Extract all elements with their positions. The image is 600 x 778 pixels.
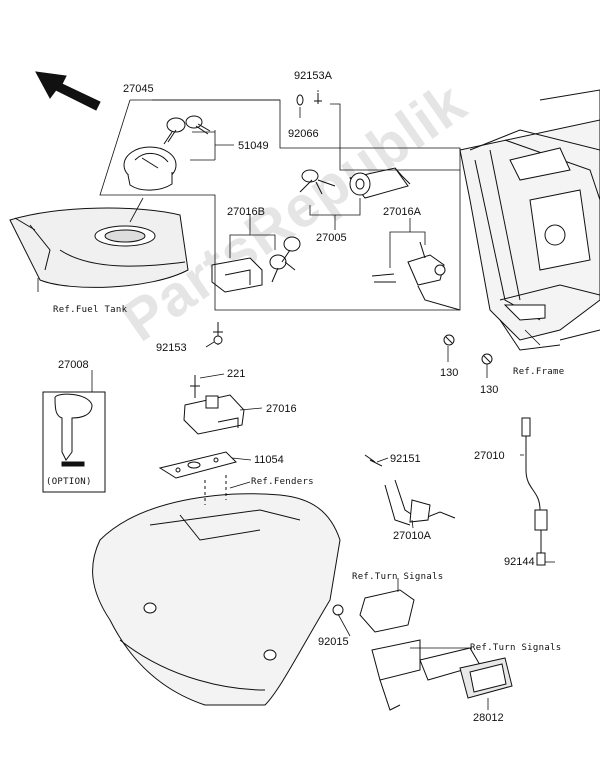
ref-turn-signals-1: Ref.Turn Signals bbox=[352, 572, 444, 582]
turn-signal-bracket bbox=[332, 589, 421, 711]
washer-92066 bbox=[296, 94, 304, 106]
label-92066: 92066 bbox=[288, 128, 319, 140]
label-27008: 27008 bbox=[58, 359, 89, 371]
label-27016: 27016 bbox=[266, 403, 297, 415]
bolt-130-a bbox=[443, 334, 455, 346]
label-27045: 27045 bbox=[123, 83, 154, 95]
label-27016A: 27016A bbox=[383, 206, 421, 218]
bolt-130-b bbox=[481, 353, 493, 365]
leader-lines bbox=[37, 90, 555, 710]
label-27016B: 27016B bbox=[227, 206, 265, 218]
label-92151: 92151 bbox=[390, 453, 421, 465]
label-130-b: 130 bbox=[480, 384, 499, 396]
rear-fender-illustration bbox=[92, 475, 341, 706]
label-27005: 27005 bbox=[316, 232, 347, 244]
ignition-switch bbox=[299, 167, 411, 199]
label-28012: 28012 bbox=[473, 712, 504, 724]
wiring-27010 bbox=[521, 417, 548, 566]
label-130-a: 130 bbox=[440, 367, 459, 379]
reflector-28012 bbox=[419, 647, 513, 699]
label-27010A: 27010A bbox=[393, 530, 431, 542]
direction-arrow-icon bbox=[35, 71, 101, 111]
bracket-11054 bbox=[158, 451, 237, 479]
ref-turn-signals-2: Ref.Turn Signals bbox=[470, 643, 562, 653]
lock-set-27016A bbox=[371, 241, 461, 311]
bolt-92153 bbox=[213, 322, 223, 345]
wiring-27010A bbox=[364, 454, 456, 526]
ref-frame: Ref.Frame bbox=[513, 367, 565, 377]
label-51049: 51049 bbox=[238, 140, 269, 152]
label-92153A: 92153A bbox=[294, 70, 332, 82]
fuel-tank-illustration bbox=[9, 207, 189, 288]
ref-fuel-tank: Ref.Fuel Tank bbox=[53, 305, 128, 315]
key-card-27008 bbox=[42, 391, 106, 493]
ref-fenders: Ref.Fenders bbox=[251, 477, 314, 487]
label-27010: 27010 bbox=[474, 450, 505, 462]
label-221: 221 bbox=[227, 368, 246, 380]
frame-illustration bbox=[459, 89, 600, 351]
lock-27016 bbox=[183, 375, 245, 435]
key-set-51049 bbox=[163, 115, 211, 145]
lock-set-27016B bbox=[211, 236, 301, 293]
bolt-92153A bbox=[314, 93, 322, 104]
fuel-cap-illustration bbox=[123, 146, 177, 191]
key-option-label: (OPTION) bbox=[46, 477, 92, 487]
label-92153: 92153 bbox=[156, 342, 187, 354]
label-92144: 92144 bbox=[504, 556, 535, 568]
label-92015: 92015 bbox=[318, 636, 349, 648]
label-11054: 11054 bbox=[254, 454, 284, 466]
